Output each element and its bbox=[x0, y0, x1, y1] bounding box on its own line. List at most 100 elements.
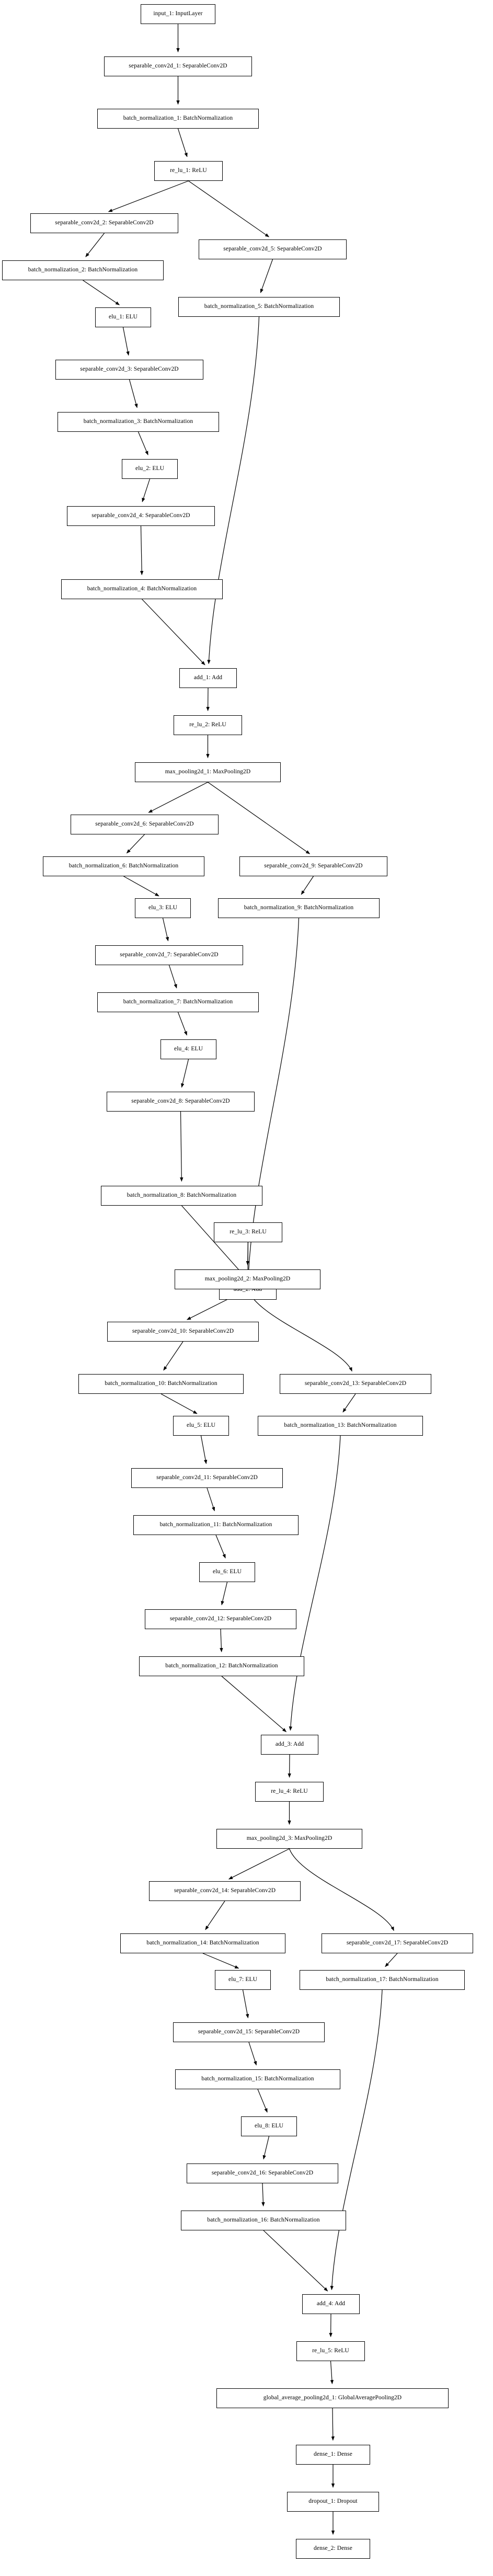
graph-node-re_lu_1[interactable]: re_lu_1: ReLU bbox=[154, 161, 223, 181]
graph-node-batch_normalization_10[interactable]: batch_normalization_10: BatchNormalizati… bbox=[78, 1374, 244, 1394]
graph-node-elu_4[interactable]: elu_4: ELU bbox=[160, 1039, 216, 1059]
graph-node-label: batch_normalization_4: BatchNormalizatio… bbox=[87, 586, 197, 592]
graph-node-max_pooling2d_1[interactable]: max_pooling2d_1: MaxPooling2D bbox=[135, 762, 281, 782]
graph-node-batch_normalization_8[interactable]: batch_normalization_8: BatchNormalizatio… bbox=[101, 1186, 262, 1206]
graph-node-elu_1[interactable]: elu_1: ELU bbox=[95, 307, 151, 327]
graph-node-label: batch_normalization_6: BatchNormalizatio… bbox=[68, 863, 179, 869]
graph-node-label: separable_conv2d_15: SeparableConv2D bbox=[198, 2029, 300, 2035]
graph-node-label: separable_conv2d_9: SeparableConv2D bbox=[264, 863, 363, 869]
graph-node-batch_normalization_5[interactable]: batch_normalization_5: BatchNormalizatio… bbox=[178, 297, 340, 317]
graph-node-label: batch_normalization_13: BatchNormalizati… bbox=[284, 1422, 397, 1429]
graph-node-label: elu_1: ELU bbox=[109, 314, 137, 320]
graph-node-label: elu_8: ELU bbox=[255, 2123, 283, 2130]
graph-node-elu_7[interactable]: elu_7: ELU bbox=[215, 1970, 271, 1990]
graph-node-batch_normalization_12[interactable]: batch_normalization_12: BatchNormalizati… bbox=[139, 1656, 304, 1676]
graph-node-label: separable_conv2d_17: SeparableConv2D bbox=[346, 1940, 449, 1947]
graph-node-separable_conv2d_12[interactable]: separable_conv2d_12: SeparableConv2D bbox=[145, 1609, 296, 1629]
graph-node-batch_normalization_7[interactable]: batch_normalization_7: BatchNormalizatio… bbox=[97, 992, 259, 1012]
graph-node-label: global_average_pooling2d_1: GlobalAverag… bbox=[263, 2395, 402, 2401]
graph-node-label: separable_conv2d_4: SeparableConv2D bbox=[91, 512, 190, 519]
graph-node-max_pooling2d_2[interactable]: max_pooling2d_2: MaxPooling2D bbox=[175, 1269, 320, 1289]
graph-node-separable_conv2d_14[interactable]: separable_conv2d_14: SeparableConv2D bbox=[149, 1881, 301, 1901]
graph-node-elu_2[interactable]: elu_2: ELU bbox=[122, 459, 178, 479]
graph-node-re_lu_3[interactable]: re_lu_3: ReLU bbox=[214, 1222, 282, 1242]
graph-node-re_lu_4[interactable]: re_lu_4: ReLU bbox=[255, 1782, 324, 1802]
graph-node-separable_conv2d_6[interactable]: separable_conv2d_6: SeparableConv2D bbox=[71, 815, 219, 834]
graph-node-label: re_lu_4: ReLU bbox=[271, 1788, 308, 1795]
graph-node-batch_normalization_1[interactable]: batch_normalization_1: BatchNormalizatio… bbox=[97, 109, 259, 129]
graph-node-separable_conv2d_13[interactable]: separable_conv2d_13: SeparableConv2D bbox=[280, 1374, 431, 1394]
graph-node-label: re_lu_1: ReLU bbox=[170, 167, 207, 174]
graph-node-label: separable_conv2d_16: SeparableConv2D bbox=[211, 2170, 314, 2177]
graph-node-separable_conv2d_3[interactable]: separable_conv2d_3: SeparableConv2D bbox=[55, 360, 203, 380]
graph-node-batch_normalization_4[interactable]: batch_normalization_4: BatchNormalizatio… bbox=[61, 579, 223, 599]
graph-node-elu_3[interactable]: elu_3: ELU bbox=[135, 898, 191, 918]
graph-node-label: batch_normalization_12: BatchNormalizati… bbox=[165, 1663, 278, 1669]
graph-node-add_3[interactable]: add_3: Add bbox=[261, 1735, 318, 1755]
graph-node-batch_normalization_11[interactable]: batch_normalization_11: BatchNormalizati… bbox=[133, 1515, 299, 1535]
graph-node-label: elu_6: ELU bbox=[213, 1569, 242, 1575]
graph-node-re_lu_2[interactable]: re_lu_2: ReLU bbox=[174, 715, 242, 735]
graph-node-label: batch_normalization_11: BatchNormalizati… bbox=[159, 1521, 272, 1528]
graph-node-batch_normalization_14[interactable]: batch_normalization_14: BatchNormalizati… bbox=[120, 1933, 285, 1953]
graph-node-label: elu_3: ELU bbox=[148, 905, 177, 911]
graph-node-label: add_3: Add bbox=[275, 1741, 304, 1748]
graph-node-batch_normalization_6[interactable]: batch_normalization_6: BatchNormalizatio… bbox=[43, 856, 204, 876]
graph-node-label: separable_conv2d_14: SeparableConv2D bbox=[174, 1887, 276, 1894]
graph-node-batch_normalization_3[interactable]: batch_normalization_3: BatchNormalizatio… bbox=[58, 412, 219, 432]
graph-node-label: input_1: InputLayer bbox=[153, 10, 203, 17]
graph-node-dense_2[interactable]: dense_2: Dense bbox=[296, 2539, 370, 2559]
graph-node-separable_conv2d_7[interactable]: separable_conv2d_7: SeparableConv2D bbox=[95, 945, 243, 965]
graph-node-label: batch_normalization_8: BatchNormalizatio… bbox=[127, 1192, 237, 1199]
graph-node-input_1[interactable]: input_1: InputLayer bbox=[141, 4, 215, 24]
graph-node-separable_conv2d_16[interactable]: separable_conv2d_16: SeparableConv2D bbox=[187, 2163, 338, 2183]
graph-node-label: separable_conv2d_11: SeparableConv2D bbox=[156, 1474, 258, 1481]
graph-node-elu_5[interactable]: elu_5: ELU bbox=[173, 1416, 229, 1436]
graph-node-separable_conv2d_1[interactable]: separable_conv2d_1: SeparableConv2D bbox=[104, 56, 252, 76]
graph-node-separable_conv2d_9[interactable]: separable_conv2d_9: SeparableConv2D bbox=[239, 856, 387, 876]
graph-node-add_1[interactable]: add_1: Add bbox=[179, 668, 237, 688]
graph-node-separable_conv2d_8[interactable]: separable_conv2d_8: SeparableConv2D bbox=[107, 1092, 255, 1112]
graph-node-separable_conv2d_4[interactable]: separable_conv2d_4: SeparableConv2D bbox=[67, 506, 215, 526]
graph-node-label: dense_2: Dense bbox=[314, 2545, 352, 2552]
graph-node-label: max_pooling2d_3: MaxPooling2D bbox=[246, 1835, 333, 1842]
graph-node-label: separable_conv2d_12: SeparableConv2D bbox=[169, 1616, 272, 1622]
graph-node-label: batch_normalization_17: BatchNormalizati… bbox=[326, 1976, 439, 1983]
graph-node-add_4[interactable]: add_4: Add bbox=[302, 2294, 360, 2314]
graph-node-label: separable_conv2d_13: SeparableConv2D bbox=[304, 1380, 407, 1387]
graph-node-label: separable_conv2d_3: SeparableConv2D bbox=[80, 366, 179, 373]
graph-node-batch_normalization_2[interactable]: batch_normalization_2: BatchNormalizatio… bbox=[2, 260, 164, 280]
graph-node-label: batch_normalization_7: BatchNormalizatio… bbox=[123, 999, 233, 1005]
graph-node-separable_conv2d_2[interactable]: separable_conv2d_2: SeparableConv2D bbox=[30, 213, 178, 233]
graph-node-dropout_1[interactable]: dropout_1: Dropout bbox=[287, 2492, 379, 2512]
graph-node-re_lu_5[interactable]: re_lu_5: ReLU bbox=[296, 2341, 365, 2361]
graph-node-label: dense_1: Dense bbox=[314, 2451, 352, 2458]
graph-node-label: max_pooling2d_1: MaxPooling2D bbox=[165, 769, 251, 775]
graph-node-label: batch_normalization_15: BatchNormalizati… bbox=[201, 2076, 314, 2082]
graph-node-label: elu_7: ELU bbox=[228, 1976, 257, 1983]
graph-node-label: elu_2: ELU bbox=[135, 465, 164, 472]
graph-node-separable_conv2d_11[interactable]: separable_conv2d_11: SeparableConv2D bbox=[131, 1468, 283, 1488]
graph-node-label: separable_conv2d_7: SeparableConv2D bbox=[120, 952, 219, 958]
graph-node-label: batch_normalization_5: BatchNormalizatio… bbox=[204, 303, 314, 310]
graph-node-label: separable_conv2d_1: SeparableConv2D bbox=[129, 63, 227, 70]
graph-node-batch_normalization_15[interactable]: batch_normalization_15: BatchNormalizati… bbox=[175, 2069, 340, 2089]
graph-node-label: add_4: Add bbox=[316, 2300, 346, 2307]
graph-node-batch_normalization_16[interactable]: batch_normalization_16: BatchNormalizati… bbox=[181, 2211, 346, 2230]
graph-node-dense_1[interactable]: dense_1: Dense bbox=[296, 2445, 370, 2465]
graph-node-batch_normalization_9[interactable]: batch_normalization_9: BatchNormalizatio… bbox=[218, 898, 380, 918]
graph-node-global_average_pooling2d_1[interactable]: global_average_pooling2d_1: GlobalAverag… bbox=[216, 2388, 449, 2408]
graph-node-label: re_lu_5: ReLU bbox=[312, 2348, 349, 2354]
graph-node-elu_8[interactable]: elu_8: ELU bbox=[241, 2116, 297, 2136]
graph-node-separable_conv2d_17[interactable]: separable_conv2d_17: SeparableConv2D bbox=[322, 1933, 473, 1953]
graph-node-batch_normalization_17[interactable]: batch_normalization_17: BatchNormalizati… bbox=[300, 1970, 465, 1990]
graph-node-max_pooling2d_3[interactable]: max_pooling2d_3: MaxPooling2D bbox=[216, 1829, 362, 1849]
graph-node-separable_conv2d_5[interactable]: separable_conv2d_5: SeparableConv2D bbox=[199, 239, 347, 259]
graph-node-elu_6[interactable]: elu_6: ELU bbox=[199, 1562, 255, 1582]
graph-node-label: elu_5: ELU bbox=[187, 1422, 215, 1429]
graph-node-separable_conv2d_15[interactable]: separable_conv2d_15: SeparableConv2D bbox=[173, 2022, 325, 2042]
graph-node-label: batch_normalization_9: BatchNormalizatio… bbox=[244, 905, 354, 911]
graph-node-batch_normalization_13[interactable]: batch_normalization_13: BatchNormalizati… bbox=[258, 1416, 423, 1436]
graph-node-separable_conv2d_10[interactable]: separable_conv2d_10: SeparableConv2D bbox=[107, 1322, 259, 1342]
